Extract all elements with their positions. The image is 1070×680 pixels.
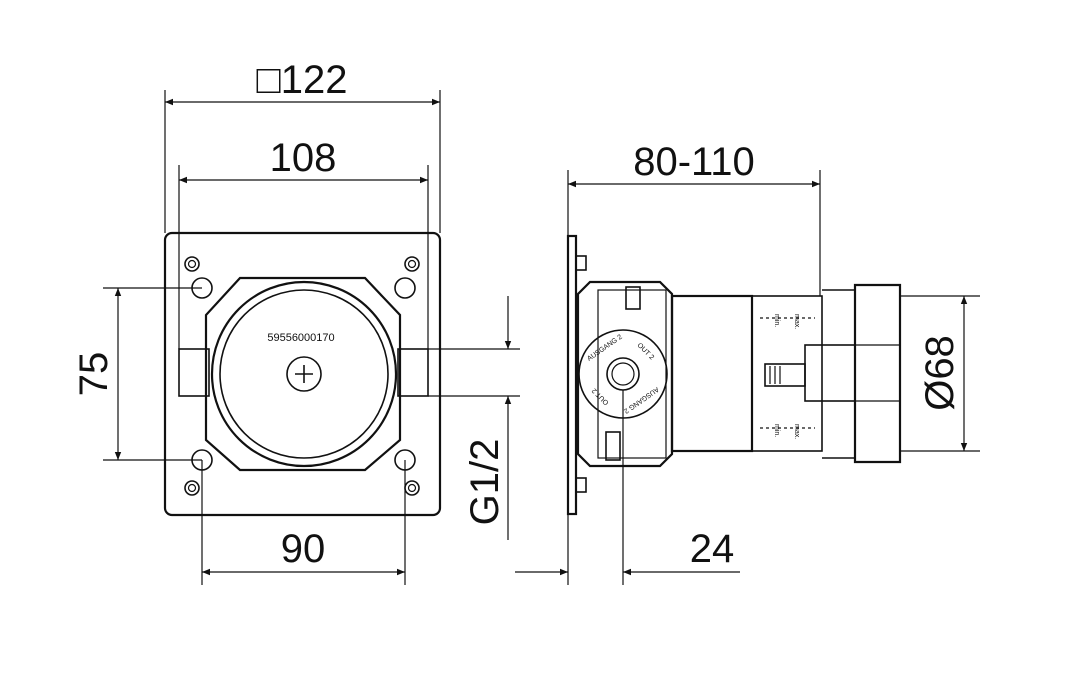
housing-circle (210, 280, 398, 468)
part-number: 59556000170 (267, 332, 334, 344)
center-cross-icon (286, 356, 322, 392)
svg-text:min.: min. (773, 314, 780, 327)
port-label-2: OUT 2 (636, 342, 656, 362)
dim-hole-vertical: 75 (72, 352, 116, 397)
svg-text:max.: max. (793, 424, 800, 439)
svg-text:min.: min. (773, 424, 780, 437)
dim-diameter: Ø68 (918, 335, 962, 411)
plate-side (566, 234, 578, 516)
dim-plate-width: □122 (257, 58, 348, 102)
dim-install-depth: 80-110 (633, 140, 755, 184)
side-view: AUSGANG 2 OUT 2 AUSGANG 2 OUT 2 min. max… (463, 140, 980, 585)
right-tab (397, 348, 429, 397)
dim-hole-horizontal: 90 (281, 527, 326, 571)
cylinder (670, 294, 754, 453)
housing-outline (204, 276, 402, 472)
dim-thread: G1/2 (463, 439, 507, 526)
left-tab (178, 348, 210, 397)
flange (853, 283, 902, 464)
spindle (764, 363, 806, 387)
valve-body (576, 280, 674, 468)
front-view: 59556000170 □122 108 75 90 (72, 58, 520, 585)
plate-screws (184, 256, 420, 496)
depth-scale-marks: min. max. min. max. (760, 314, 815, 439)
dim-tab-span: 108 (270, 136, 337, 180)
mounting-plate (163, 231, 442, 517)
svg-text:max.: max. (793, 314, 800, 329)
depth-scale (751, 295, 823, 452)
port-label-4: OUT 2 (591, 386, 611, 406)
dim-port-offset: 24 (690, 527, 735, 571)
